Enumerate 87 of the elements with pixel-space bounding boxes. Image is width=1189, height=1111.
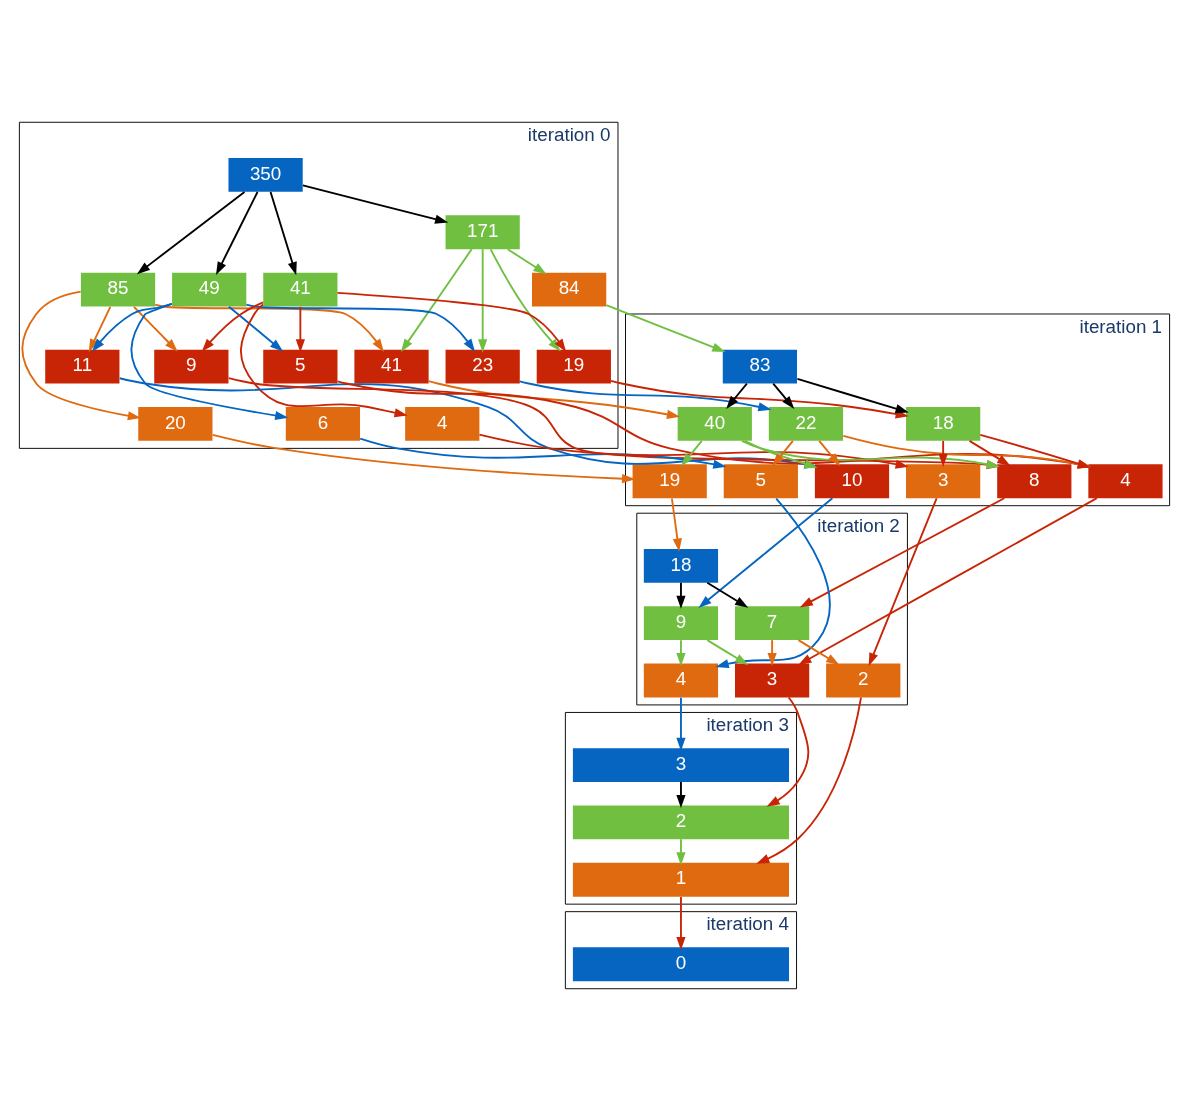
- arrow: [216, 191, 259, 276]
- arrow: [269, 191, 297, 276]
- arrow: [478, 248, 488, 353]
- arrow: [518, 380, 772, 412]
- node-box: 40: [677, 407, 752, 441]
- node-box: 1: [572, 862, 790, 897]
- arrow: [400, 248, 473, 352]
- arrow: [201, 301, 265, 352]
- node-box: 8: [997, 464, 1072, 499]
- node-box: 7: [735, 606, 810, 641]
- arrow: [726, 382, 748, 409]
- node-box: 19: [536, 349, 611, 384]
- arrow: [798, 497, 1098, 665]
- arrow: [301, 184, 449, 224]
- node-box: 3: [572, 748, 790, 782]
- arrow: [240, 303, 408, 418]
- arrow: [706, 581, 749, 608]
- arrow: [136, 191, 246, 275]
- node-box: 49: [172, 272, 247, 307]
- arrow: [676, 781, 686, 809]
- arrow: [796, 377, 909, 414]
- node-box: 3: [906, 464, 981, 499]
- arrow: [767, 639, 777, 667]
- arrow: [799, 497, 1006, 608]
- node-box: 350: [228, 158, 303, 192]
- node-box: 0: [572, 947, 790, 982]
- arrow: [766, 696, 810, 807]
- arrow: [154, 303, 384, 352]
- node-box: 2: [826, 663, 901, 698]
- node-box: 4: [1088, 464, 1163, 499]
- arrow: [506, 248, 547, 275]
- arrow: [133, 305, 178, 352]
- node-box: 10: [814, 464, 890, 499]
- arrow: [211, 433, 636, 484]
- node-box: 6: [285, 407, 361, 441]
- arrow: [676, 696, 686, 751]
- arrow: [21, 290, 141, 421]
- node-box: 23: [445, 349, 520, 384]
- node-box: 9: [154, 349, 229, 384]
- node-box: 171: [445, 215, 520, 250]
- node-box: 85: [80, 272, 156, 307]
- node-box: 5: [723, 464, 798, 499]
- arrow: [670, 497, 682, 552]
- arrow: [295, 305, 305, 353]
- arrow: [676, 639, 686, 667]
- arrow: [756, 696, 862, 864]
- arrow: [336, 291, 567, 352]
- arrow: [676, 581, 686, 609]
- arrow: [245, 303, 476, 352]
- arrow: [130, 302, 289, 421]
- arrow: [676, 838, 686, 866]
- arrow: [818, 440, 841, 467]
- arrow: [676, 896, 686, 951]
- arrow: [715, 497, 831, 669]
- arrow: [478, 433, 909, 469]
- node-box: 83: [722, 349, 797, 384]
- node-box: 9: [643, 606, 719, 641]
- arrow: [489, 248, 561, 352]
- arrow: [118, 377, 818, 469]
- node-box: 11: [45, 349, 120, 384]
- arrow: [772, 382, 795, 409]
- arrow: [706, 639, 749, 665]
- node-box: 84: [532, 272, 607, 307]
- node-box: 41: [354, 349, 429, 384]
- node-box: 4: [405, 407, 480, 441]
- arrow: [605, 304, 726, 353]
- node-box: 22: [768, 407, 844, 441]
- arrow: [968, 440, 1011, 466]
- node-box: 3: [735, 663, 810, 698]
- arrow: [797, 639, 840, 665]
- node-box: 4: [643, 663, 719, 698]
- arrow: [681, 440, 703, 467]
- node-box: 19: [632, 464, 707, 499]
- arrow: [743, 439, 818, 469]
- arrow: [938, 440, 948, 467]
- node-box: 20: [138, 407, 213, 441]
- arrow: [228, 305, 284, 352]
- arrow: [772, 440, 794, 467]
- node-box: 5: [263, 349, 338, 384]
- node-box: 2: [572, 805, 790, 840]
- arrow: [427, 380, 681, 419]
- arrow: [868, 497, 938, 667]
- arrow: [359, 437, 727, 469]
- node-box: 41: [263, 272, 338, 307]
- node-box: 18: [906, 407, 981, 441]
- node-box: 18: [643, 548, 719, 583]
- arrow: [698, 497, 834, 608]
